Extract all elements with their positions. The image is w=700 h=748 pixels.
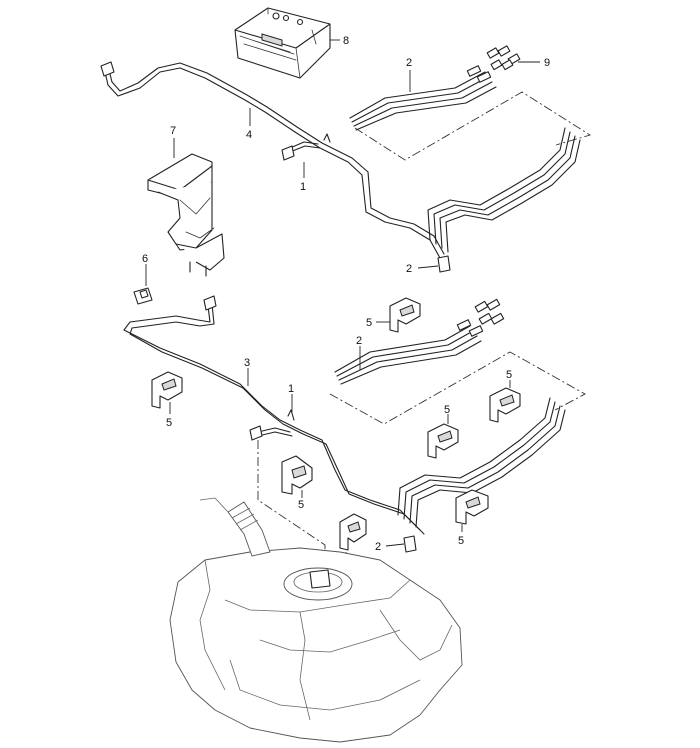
- callout-1-bottom: 1: [288, 383, 294, 395]
- clip-5-a: [389, 297, 421, 333]
- clip-5-e: [281, 455, 313, 495]
- lower-wavy-bundle: [397, 397, 566, 528]
- callout-5-e: 5: [298, 499, 304, 511]
- part-9-plugs: [486, 45, 521, 71]
- lower-fitting: [403, 535, 417, 553]
- lower-line-bundle: [334, 298, 505, 385]
- callout-5-b: 5: [166, 417, 172, 429]
- callout-7: 7: [170, 125, 176, 137]
- callout-5-a: 5: [366, 317, 372, 329]
- fuel-tank: [169, 497, 463, 743]
- callout-5-c: 5: [506, 369, 512, 381]
- clip-5-b: [151, 371, 183, 409]
- lower-dashdot-guide: [329, 351, 586, 425]
- callout-2-lower-bundle: 2: [356, 335, 362, 347]
- callout-4: 4: [246, 129, 252, 141]
- clip-5-c: [489, 387, 521, 423]
- clip-5-f: [455, 489, 489, 525]
- callout-5-f: 5: [458, 535, 464, 547]
- upper-dashdot-guide: [354, 91, 592, 161]
- callout-5-d: 5: [444, 404, 450, 416]
- callout-2-upper-bundle: 2: [406, 57, 412, 69]
- part-7-filter-housing: [147, 153, 225, 277]
- callout-9: 9: [544, 57, 550, 69]
- upper-fitting: [437, 255, 451, 273]
- callout-2-upper-fitting: 2: [406, 263, 412, 275]
- callout-3: 3: [244, 357, 250, 369]
- callout-6: 6: [142, 253, 148, 265]
- part-3-lower-line: [123, 295, 425, 535]
- callout-2-lower-fitting: 2: [375, 541, 381, 553]
- upper-wavy-bundle: [427, 127, 581, 253]
- clip-5-g: [339, 513, 367, 551]
- callout-8: 8: [343, 35, 349, 47]
- part-4-vent-line: [100, 61, 445, 259]
- part-6-clip: [133, 287, 153, 305]
- upper-line-bundle: [349, 65, 497, 131]
- part-8-canister-box: [234, 7, 331, 79]
- clip-5-d: [427, 423, 459, 459]
- callout-1-top: 1: [300, 181, 306, 193]
